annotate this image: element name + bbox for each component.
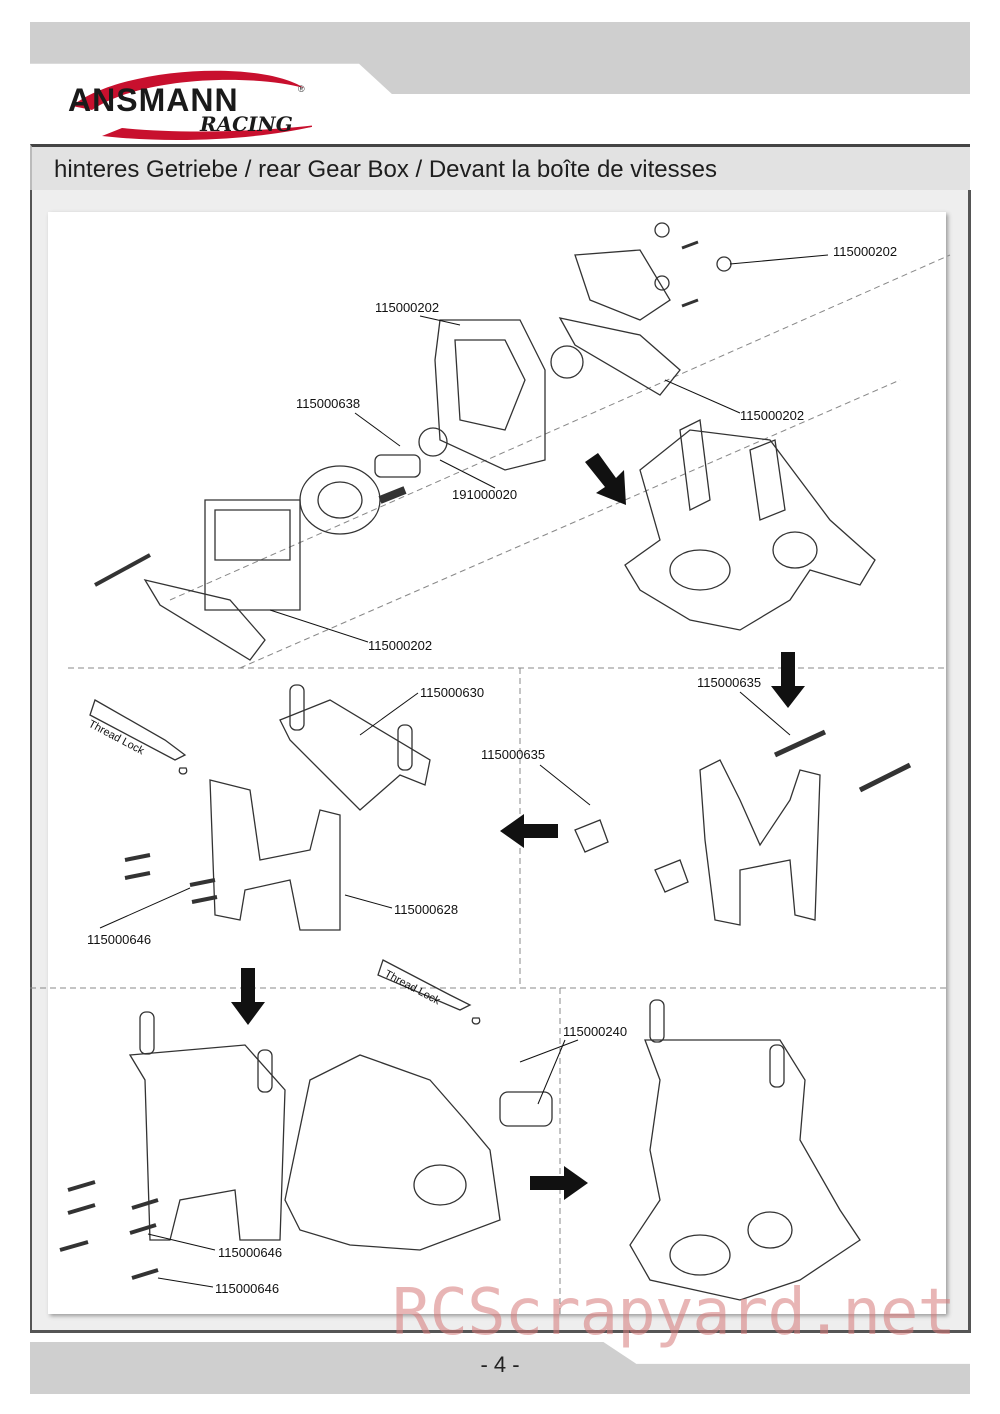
section-title: hinteres Getriebe / rear Gear Box / Deva… xyxy=(54,156,717,183)
part-number-label: 115000630 xyxy=(420,685,485,700)
ansmann-racing-logo: ANSMANN ® RACING xyxy=(62,66,324,144)
step-arrows xyxy=(231,453,805,1200)
part-number-label: 115000202 xyxy=(368,638,433,653)
logo-registered-mark: ® xyxy=(298,84,305,94)
part-number-label: 115000240 xyxy=(563,1024,628,1039)
section-dividers xyxy=(30,254,951,1316)
final-assembly xyxy=(629,999,861,1301)
part-number-label: 115000628 xyxy=(394,902,459,917)
logo-swoosh xyxy=(72,70,324,140)
logo-brand-text: ANSMANN xyxy=(68,82,239,118)
shock-tower-step3 xyxy=(89,684,431,931)
gearbox-assembled-top xyxy=(624,419,876,631)
part-number-label: 115000202 xyxy=(833,244,898,259)
logo-racing-text: RACING xyxy=(200,112,293,136)
page-number: - 4 - xyxy=(480,1352,520,1377)
part-number-label: 115000635 xyxy=(481,747,546,762)
part-number-label: 115000638 xyxy=(296,396,361,411)
leader-lines xyxy=(99,254,829,1288)
diagram-panel xyxy=(48,212,946,1314)
section-title-bar: hinteres Getriebe / rear Gear Box / Deva… xyxy=(30,144,970,193)
part-number-label: 115000646 xyxy=(218,1245,283,1260)
gearbox-exploded-parts xyxy=(94,222,732,661)
part-number-label: 115000646 xyxy=(215,1281,280,1296)
shock-tower-step2 xyxy=(574,729,912,926)
part-number-label: 191000020 xyxy=(452,487,518,502)
watermark: RCScrapyard.net xyxy=(392,1276,956,1350)
part-number-label: 115000202 xyxy=(740,408,805,423)
gearbox-step4 xyxy=(59,959,553,1280)
part-number-label: 115000646 xyxy=(87,932,152,947)
part-number-label: 115000202 xyxy=(375,300,440,315)
part-number-label: 115000635 xyxy=(697,675,762,690)
